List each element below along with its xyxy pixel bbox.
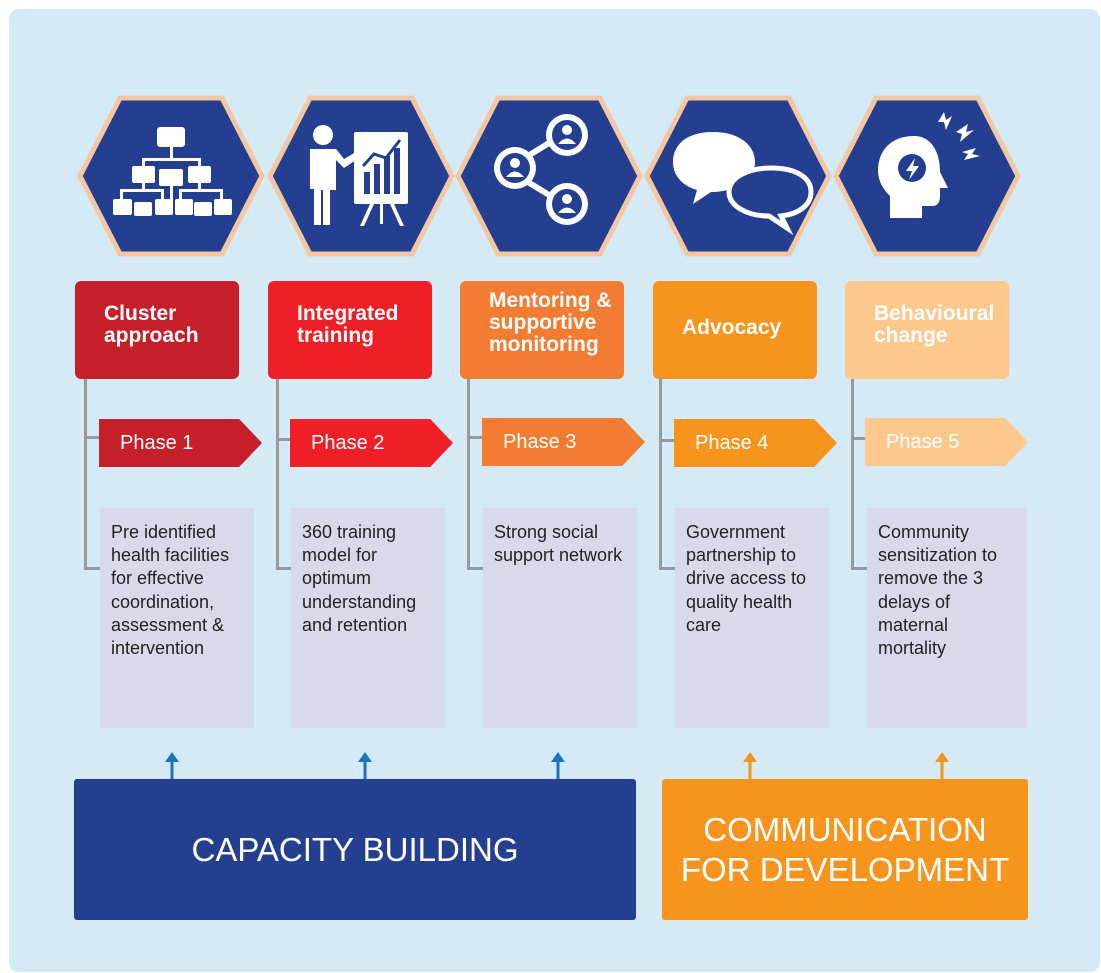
speech-bubbles-icon [643, 94, 833, 258]
phase-2-description: 360 training model for optimum understan… [291, 508, 445, 728]
up-arrow-icon [935, 752, 949, 780]
connector-line [276, 567, 292, 570]
capacity-building-box: CAPACITY BUILDING [74, 779, 636, 920]
connector-line [467, 379, 470, 570]
connector-line [851, 437, 867, 440]
phase-5-label: Phase 5 [865, 418, 1028, 466]
phase-2-label: Phase 2 [290, 419, 453, 467]
network-icon [454, 94, 644, 258]
connector-line [659, 379, 662, 570]
up-arrow-icon [743, 752, 757, 780]
connector-line [851, 379, 854, 570]
phase-3-description: Strong social support network [483, 508, 637, 728]
presentation-icon [266, 94, 456, 258]
up-arrow-icon [165, 752, 179, 780]
connector-line [84, 436, 100, 439]
up-arrow-icon [551, 752, 565, 780]
phase-1-label: Phase 1 [99, 419, 262, 467]
phase-5-description: Community sensitization to remove the 3 … [867, 508, 1027, 728]
phase-4-description: Government partnership to drive access t… [675, 508, 829, 728]
up-arrow-icon [358, 752, 372, 780]
connector-line [276, 379, 279, 570]
hierarchy-icon [76, 94, 266, 258]
connector-line [467, 436, 483, 439]
phase-4-label: Phase 4 [674, 419, 837, 467]
connector-line [84, 567, 100, 570]
communication-for-development-box: COMMUNICATION FOR DEVELOPMENT [662, 779, 1028, 920]
phase-3-title: Mentoring & supportive monitoring [460, 281, 624, 379]
phase-1-title: Cluster approach [75, 281, 239, 379]
phase-2-title: Integrated training [268, 281, 432, 379]
connector-line [851, 567, 867, 570]
connector-line [659, 439, 675, 442]
connector-line [659, 567, 675, 570]
phase-1-description: Pre identified health facilities for eff… [100, 508, 254, 728]
phase-3-label: Phase 3 [482, 418, 645, 466]
connector-line [84, 379, 87, 570]
phase-4-title: Advocacy [653, 281, 817, 379]
head-lightning-icon [832, 94, 1022, 258]
connector-line [467, 567, 483, 570]
phase-5-title: Behavioural change [845, 281, 1009, 379]
connector-line [276, 438, 292, 441]
